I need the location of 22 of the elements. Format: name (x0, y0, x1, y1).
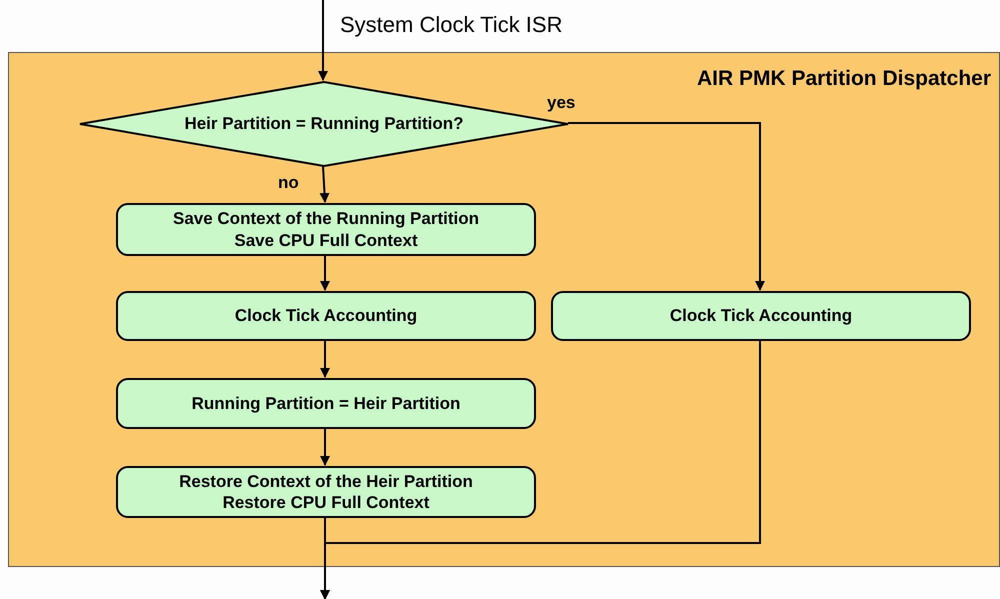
process-box (116, 466, 536, 518)
process-box (551, 291, 971, 341)
process-text: Save Context of the Running Partition (172, 208, 479, 230)
arrow (320, 166, 330, 203)
process-box (116, 378, 536, 429)
process-text: Save CPU Full Context (234, 230, 418, 251)
arrow (320, 428, 330, 466)
process-text: Clock Tick Accounting (670, 305, 852, 327)
process-text: Restore Context of the Heir Partition (179, 470, 473, 492)
process-text: Restore CPU Full Context (222, 492, 430, 514)
decision-text: Heir Partition = Running Partition? (184, 113, 464, 136)
arrow (568, 122, 765, 291)
arrow (320, 340, 761, 599)
process-box (116, 291, 536, 341)
dispatcher-panel (8, 52, 1000, 567)
arrow (320, 255, 330, 291)
arrow (320, 340, 330, 378)
process-text: Running Partition = Heir Partition (192, 392, 460, 414)
process-text: Clock Tick Accounting (234, 305, 418, 327)
panel-title: AIR PMK Partition Dispatcher (696, 66, 991, 92)
arrow (318, 0, 328, 81)
process-box (116, 203, 536, 256)
